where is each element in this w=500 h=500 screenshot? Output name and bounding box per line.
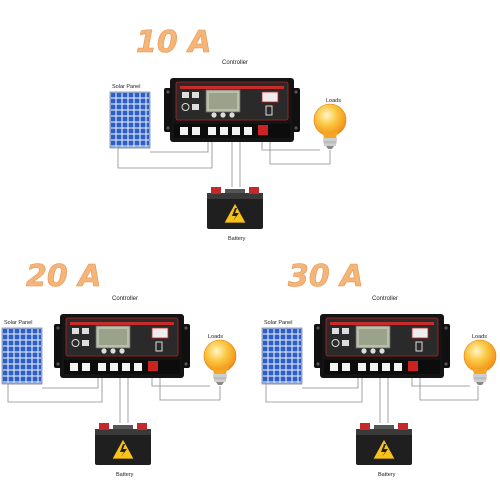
battery-icon [94, 422, 152, 466]
solar-panel-icon [1, 327, 43, 385]
diagram-10a: 10 A Controller Solar Panel Loads Batter… [109, 25, 347, 242]
battery-label: Battery [228, 236, 246, 242]
loads-label: Loads [208, 334, 223, 340]
controller-label: Controller [222, 60, 248, 66]
controller-label: Controller [112, 296, 138, 302]
controller-icon [53, 313, 191, 379]
solar-panel-icon [261, 327, 303, 385]
battery-label: Battery [116, 472, 134, 478]
solar-panel-label: Solar Panel [112, 84, 140, 90]
bulb-icon [313, 103, 347, 150]
controller-icon [313, 313, 451, 379]
solar-panel-icon [109, 91, 151, 149]
battery-icon [355, 422, 413, 466]
solar-panel-label: Solar Panel [264, 320, 292, 326]
rating-title: 20 A [26, 259, 101, 294]
rating-title: 10 A [136, 25, 211, 60]
battery-icon [206, 186, 264, 230]
wiring-lines [265, 378, 479, 423]
wiring-lines [7, 378, 221, 423]
diagram-30a: 30 A Controller Solar Panel Loads Batter… [261, 259, 497, 478]
bulb-icon [203, 339, 237, 386]
loads-label: Loads [472, 334, 487, 340]
bulb-icon [463, 339, 497, 386]
wiring-lines [117, 142, 331, 187]
loads-label: Loads [326, 98, 341, 104]
rating-title: 30 A [288, 259, 363, 294]
diagram-20a: 20 A Controller Solar Panel Loads Batter… [1, 259, 237, 478]
battery-label: Battery [378, 472, 396, 478]
solar-panel-label: Solar Panel [4, 320, 32, 326]
controller-icon [163, 77, 301, 143]
controller-label: Controller [372, 296, 398, 302]
